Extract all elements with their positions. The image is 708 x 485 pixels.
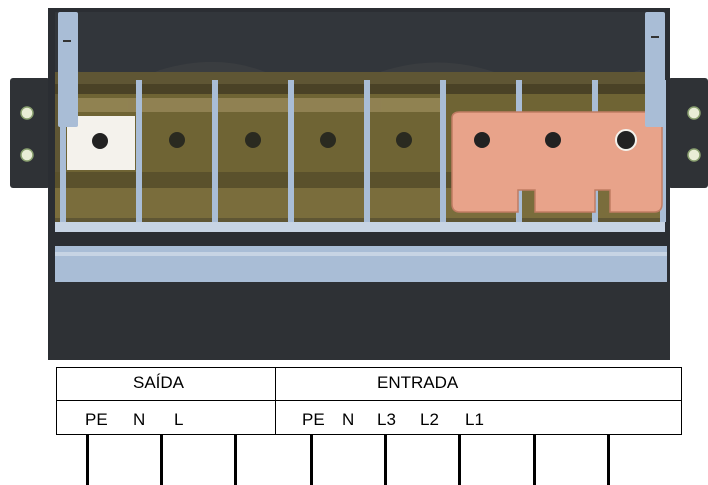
copper-busbar <box>451 111 663 213</box>
bottom-rail <box>55 222 665 232</box>
input-terminal-label-pe: PE <box>302 410 325 429</box>
wire-line-l2-in <box>533 435 536 485</box>
input-terminal-label-n: N <box>342 410 355 429</box>
wire-line-l3-in <box>458 435 461 485</box>
left-mounting-bracket <box>10 78 50 188</box>
right-mounting-bracket <box>668 78 708 188</box>
input-terminal-label-l1: L1 <box>465 410 484 429</box>
wire-line-pe-in <box>310 435 313 485</box>
output-group-title: SAÍDA <box>133 373 185 392</box>
top-channel <box>55 12 663 74</box>
right-clamp-bar <box>645 12 665 127</box>
wire-line-n-out <box>160 435 163 485</box>
wire-line-l1-in <box>607 435 610 485</box>
wire-line-n-in <box>384 435 387 485</box>
output-terminal-label-n: N <box>133 410 146 429</box>
input-terminal-label-l3: L3 <box>377 410 396 429</box>
terminal-label-table: SAÍDA ENTRADA PE N L PE N L3 L2 L1 <box>56 367 682 435</box>
bottom-cover <box>50 282 670 360</box>
group-divider <box>275 368 276 434</box>
output-terminal-label-l: L <box>174 410 184 429</box>
input-group-title: ENTRADA <box>377 373 459 392</box>
wire-line-l-out <box>234 435 237 485</box>
pe-output-terminal <box>67 116 135 170</box>
input-terminal-label-l2: L2 <box>420 410 439 429</box>
terminal-block-illustration <box>10 8 708 360</box>
table-row-divider <box>57 400 681 401</box>
output-terminal-label-pe: PE <box>85 410 108 429</box>
screw-holes <box>169 132 412 148</box>
left-clamp-bar <box>58 12 78 127</box>
wire-line-pe-out <box>86 435 89 485</box>
